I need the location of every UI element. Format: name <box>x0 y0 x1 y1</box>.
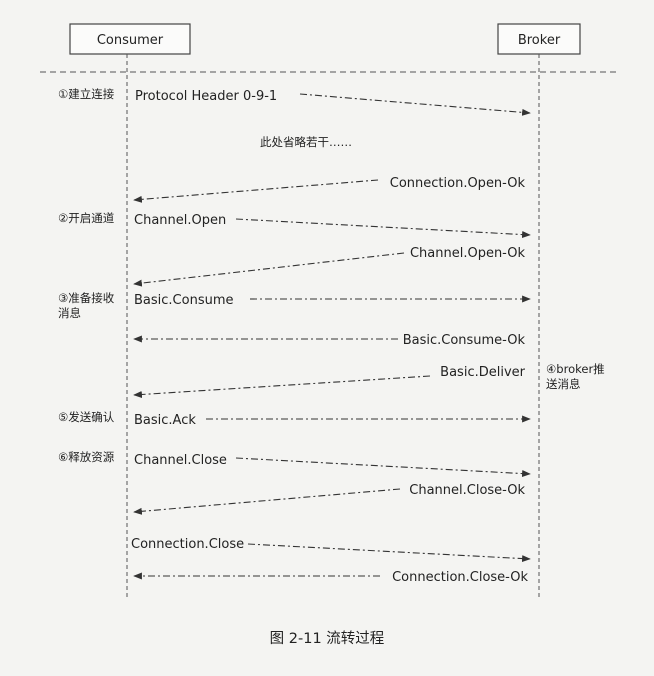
message-arrow <box>247 543 531 563</box>
message-protocol-header: Protocol Header 0-9-1 <box>135 89 531 116</box>
broker-note-line-2: 送消息 <box>546 377 581 391</box>
message-basic-ack: Basic.Ack <box>134 413 531 428</box>
message-arrow <box>133 179 379 203</box>
figure-caption: 图 2-11 流转过程 <box>270 630 385 647</box>
message-label: Connection.Close-Ok <box>392 570 528 585</box>
message-arrow <box>133 488 401 515</box>
consumer-box <box>69 23 191 55</box>
message-label: Basic.Consume <box>134 293 234 308</box>
message-channel-close: Channel.Close <box>134 453 531 478</box>
message-label: Basic.Deliver <box>440 365 525 380</box>
message-connection-close: Connection.Close <box>131 537 531 563</box>
message-label: Basic.Ack <box>134 413 196 428</box>
broker-label: Broker <box>518 33 561 48</box>
message-connection-close-ok: Connection.Close-Ok <box>133 570 528 585</box>
step-label-send-ack: ⑤发送确认 <box>58 410 115 424</box>
message-arrow <box>133 252 405 287</box>
omitted-note: 此处省略若干…… <box>260 135 352 149</box>
message-basic-consume-ok: Basic.Consume-Ok <box>133 333 526 348</box>
message-arrow <box>235 457 531 478</box>
step-label-prepare-receive-2: 消息 <box>58 306 81 320</box>
broker-box <box>497 23 581 55</box>
step-label-prepare-receive: ③准备接收 <box>58 291 115 305</box>
broker-note-line-1: ④broker推 <box>546 362 605 376</box>
message-label: Connection.Close <box>131 537 244 552</box>
message-channel-open: Channel.Open <box>134 213 531 239</box>
step-label-release: ⑥释放资源 <box>58 450 115 464</box>
message-basic-consume: Basic.Consume <box>134 293 531 308</box>
message-connection-open-ok: Connection.Open-Ok <box>133 176 526 203</box>
step-labels: ①建立连接 ②开启通道 ③准备接收 消息 ⑤发送确认 ⑥释放资源 <box>58 87 115 464</box>
message-arrow <box>299 93 531 116</box>
message-label: Protocol Header 0-9-1 <box>135 89 277 104</box>
message-basic-deliver: Basic.Deliver <box>133 365 526 399</box>
consumer-participant: Consumer <box>69 23 191 55</box>
broker-push-note: ④broker推 送消息 <box>546 362 605 391</box>
message-label: Connection.Open-Ok <box>390 176 526 191</box>
consumer-label: Consumer <box>97 33 164 48</box>
message-label: Channel.Close <box>134 453 227 468</box>
message-label: Channel.Open-Ok <box>410 246 526 261</box>
step-label-open-channel: ②开启通道 <box>58 211 115 225</box>
message-channel-close-ok: Channel.Close-Ok <box>133 483 525 515</box>
message-arrow <box>133 375 431 399</box>
broker-participant: Broker <box>497 23 581 55</box>
message-label: Channel.Close-Ok <box>409 483 525 498</box>
step-label-connect: ①建立连接 <box>58 87 115 101</box>
message-channel-open-ok: Channel.Open-Ok <box>133 246 526 287</box>
message-label: Basic.Consume-Ok <box>403 333 526 348</box>
message-label: Channel.Open <box>134 213 226 228</box>
message-arrow <box>235 218 531 239</box>
